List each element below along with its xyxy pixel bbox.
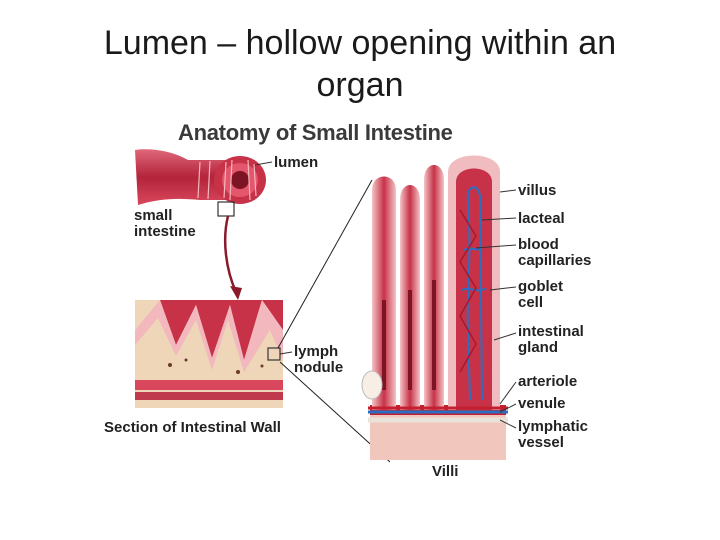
magnify-arrow — [223, 215, 238, 293]
label-intestinal-gland-1: intestinal — [518, 323, 584, 340]
label-villi: Villi — [432, 463, 459, 480]
intestinal-wall-section — [135, 300, 283, 408]
figure-title: Anatomy of Small Intestine — [178, 120, 453, 145]
label-lumen: lumen — [274, 154, 319, 171]
lymph-nodule-leader — [279, 351, 293, 355]
label-arteriole: arteriole — [518, 373, 578, 390]
zoom-line-upper — [277, 179, 373, 349]
slide-title-line-2: organ — [316, 66, 404, 104]
villi-leader-lines — [475, 189, 517, 429]
label-goblet-cell-1: goblet — [518, 278, 563, 295]
label-small-intestine-1: small — [134, 207, 173, 224]
label-lymphatic-vessel-2: vessel — [518, 434, 564, 451]
label-lymphatic-vessel-1: lymphatic — [518, 418, 589, 435]
label-small-intestine-2: intestine — [134, 223, 196, 240]
label-blood-capillaries-2: capillaries — [518, 252, 592, 269]
label-blood-capillaries-1: blood — [518, 236, 559, 253]
label-lymph-nodule-2: nodule — [294, 359, 344, 376]
label-section-caption: Section of Intestinal Wall — [104, 419, 281, 436]
magnify-arrowhead — [230, 286, 242, 300]
villi-detail — [361, 155, 508, 460]
lumen-leader — [254, 161, 273, 166]
label-lacteal: lacteal — [518, 210, 565, 227]
small-intestine-tube — [135, 149, 266, 217]
label-intestinal-gland-2: gland — [518, 339, 558, 356]
slide-title-line-1: Lumen – hollow opening within an — [103, 24, 617, 62]
label-lymph-nodule-1: lymph — [294, 343, 339, 360]
slide-title: Lumen – hollow opening within an organ — [40, 22, 680, 106]
label-venule: venule — [518, 395, 566, 412]
label-villus: villus — [518, 182, 557, 199]
label-goblet-cell-2: cell — [518, 294, 544, 311]
